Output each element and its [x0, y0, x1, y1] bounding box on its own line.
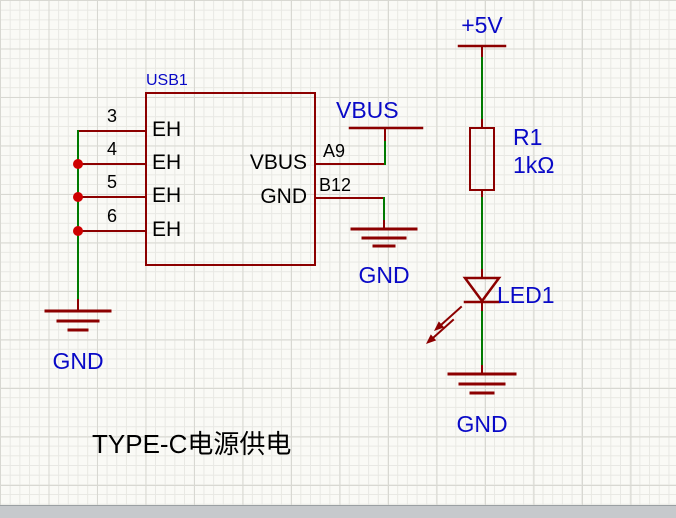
net-label-vbus: VBUS — [336, 97, 399, 123]
net-label-vcc: +5V — [461, 12, 503, 38]
r1-refdes: R1 — [513, 124, 543, 150]
led-triangle — [462, 276, 502, 304]
junction-dot — [73, 226, 83, 236]
usb1-pinB12-name: GND — [260, 185, 307, 208]
led1-refdes: LED1 — [497, 282, 555, 308]
usb1-pinB12-number: B12 — [319, 175, 352, 195]
usb1-pinA9-name: VBUS — [249, 151, 307, 174]
net-label-gnd-left: GND — [52, 348, 104, 374]
horizontal-scrollbar[interactable] — [0, 505, 676, 518]
net-label-gnd-chip: GND — [358, 262, 410, 288]
resistor-r1-symbol[interactable] — [469, 119, 495, 199]
junction-dot — [73, 192, 83, 202]
usb1-pin6-number: 6 — [106, 206, 117, 226]
vcc-port-symbol[interactable] — [457, 44, 507, 59]
usb1-pin4-number: 4 — [106, 139, 117, 159]
usb1-refdes: USB1 — [146, 72, 188, 89]
usb1-pin5-name: EH — [152, 184, 182, 207]
led1-symbol[interactable] — [426, 269, 502, 344]
schematic-title: TYPE-C电源供电 — [92, 429, 292, 459]
usb1-body — [145, 92, 316, 266]
usb1-pin4-name: EH — [152, 151, 182, 174]
usb1-pin3-number: 3 — [106, 106, 117, 126]
gnd-symbol-left[interactable] — [44, 299, 112, 332]
junction-dot — [73, 159, 83, 169]
usb1-pin3-name: EH — [152, 118, 182, 141]
junction-dots-left — [73, 159, 83, 236]
led-light-arrows-icon — [426, 305, 463, 344]
net-label-gnd-led: GND — [456, 411, 508, 437]
usb1-pin6-name: EH — [152, 218, 182, 241]
usb1-pin5-number: 5 — [106, 172, 117, 192]
r1-value: 1kΩ — [513, 152, 555, 178]
usb1-symbol[interactable] — [77, 92, 385, 266]
gnd-symbol-chip[interactable] — [350, 220, 418, 248]
resistor-body — [469, 127, 495, 191]
vbus-port-symbol[interactable] — [348, 126, 424, 143]
usb1-pinA9-number: A9 — [323, 141, 346, 161]
gnd-symbol-led[interactable] — [447, 365, 517, 395]
